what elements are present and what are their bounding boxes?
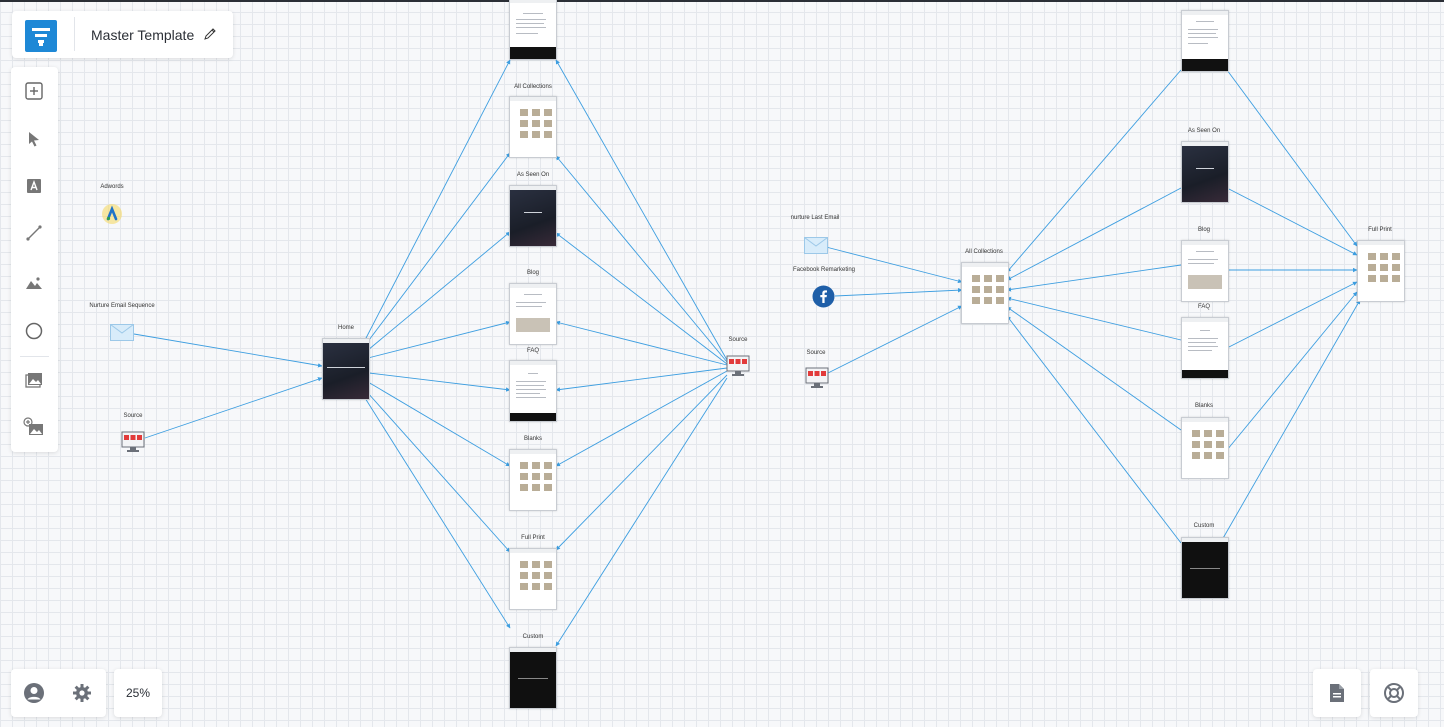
app-logo-icon[interactable]: [25, 20, 57, 52]
page-thumbnail-as-seen-on-1[interactable]: [509, 185, 557, 247]
toolbar-divider: [20, 356, 49, 357]
document-button[interactable]: [1313, 669, 1361, 717]
text-icon[interactable]: [22, 174, 46, 198]
node-label-as-seen-on-1: As Seen On: [516, 172, 550, 178]
page-thumbnail-faq-1[interactable]: [509, 360, 557, 422]
monitor-icon[interactable]: [805, 367, 829, 394]
select-cursor-icon[interactable]: [22, 127, 46, 151]
window-top-edge: [0, 0, 1444, 2]
page-thumbnail-blanks-2[interactable]: [1181, 417, 1229, 479]
email-icon[interactable]: [110, 324, 134, 346]
monitor-icon[interactable]: [726, 355, 750, 382]
monitor-icon[interactable]: [121, 431, 145, 458]
node-label-as-seen-on-2: As Seen On: [1187, 128, 1221, 134]
title-card: Master Template: [12, 11, 233, 58]
gallery-icon[interactable]: [22, 368, 46, 392]
node-label-blog-2: Blog: [1197, 227, 1211, 233]
header-divider: [74, 17, 75, 51]
node-label-all-collections-2: All Collections: [965, 249, 1003, 255]
page-thumbnail-blog-2[interactable]: [1181, 240, 1229, 302]
node-label-source-left: Source: [123, 413, 143, 419]
zoom-level[interactable]: 25%: [114, 669, 162, 717]
node-label-source-middle: Source: [728, 337, 748, 343]
page-thumbnail-faq-2[interactable]: [1181, 317, 1229, 379]
add-icon[interactable]: [22, 79, 46, 103]
circle-icon[interactable]: [22, 319, 46, 343]
node-label-blanks-2: Blanks: [1194, 403, 1214, 409]
node-label-all-collections-1: All Collections: [514, 84, 552, 90]
node-label-blanks-1: Blanks: [523, 436, 543, 442]
node-label-blog-1: Blog: [526, 270, 540, 276]
node-label-source-right: Source: [806, 350, 826, 356]
line-icon[interactable]: [22, 221, 46, 245]
edit-title-icon[interactable]: [203, 27, 217, 46]
node-label-faq-2: FAQ: [1197, 304, 1211, 310]
node-label-home: Home: [337, 325, 355, 331]
page-thumbnail-top-right[interactable]: [1181, 10, 1229, 72]
page-thumbnail-home[interactable]: [322, 338, 370, 400]
node-label-nurture-last-email: nurture Last Email: [790, 215, 840, 221]
help-button[interactable]: [1370, 669, 1418, 717]
page-title[interactable]: Master Template: [91, 27, 195, 43]
page-thumbnail-blog-1[interactable]: [509, 283, 557, 345]
add-image-icon[interactable]: [22, 415, 46, 439]
node-label-nurture-email-sequence: Nurture Email Sequence: [89, 303, 155, 309]
page-thumbnail-all-collections-1[interactable]: [509, 96, 557, 158]
bottom-left-controls: [11, 669, 106, 717]
image-icon[interactable]: [22, 271, 46, 295]
page-thumbnail-full-print-1[interactable]: [509, 548, 557, 610]
email-icon[interactable]: [804, 237, 828, 259]
page-thumbnail-top[interactable]: [509, 0, 557, 60]
node-label-custom-2: Custom: [1193, 523, 1215, 529]
node-label-facebook-remarketing: Facebook Remarketing: [792, 267, 856, 273]
page-thumbnail-full-print-2[interactable]: [1357, 240, 1405, 302]
page-thumbnail-custom-2[interactable]: [1181, 537, 1229, 599]
document-icon: [1330, 684, 1344, 702]
node-label-full-print-2: Full Print: [1368, 227, 1392, 233]
page-thumbnail-as-seen-on-2[interactable]: [1181, 141, 1229, 203]
page-thumbnail-all-collections-2[interactable]: [961, 262, 1009, 324]
adwords-icon[interactable]: [101, 203, 123, 230]
node-label-full-print-1: Full Print: [521, 535, 545, 541]
tool-palette: [11, 67, 58, 452]
node-label-faq-1: FAQ: [526, 348, 540, 354]
settings-gear-icon[interactable]: [71, 682, 93, 709]
page-thumbnail-custom-1[interactable]: [509, 647, 557, 709]
node-label-adwords: Adwords: [100, 184, 124, 190]
user-account-icon[interactable]: [23, 682, 45, 709]
facebook-icon[interactable]: [812, 285, 835, 313]
page-thumbnail-blanks-1[interactable]: [509, 449, 557, 511]
lifebuoy-help-icon: [1384, 683, 1404, 703]
node-label-custom-1: Custom: [522, 634, 544, 640]
